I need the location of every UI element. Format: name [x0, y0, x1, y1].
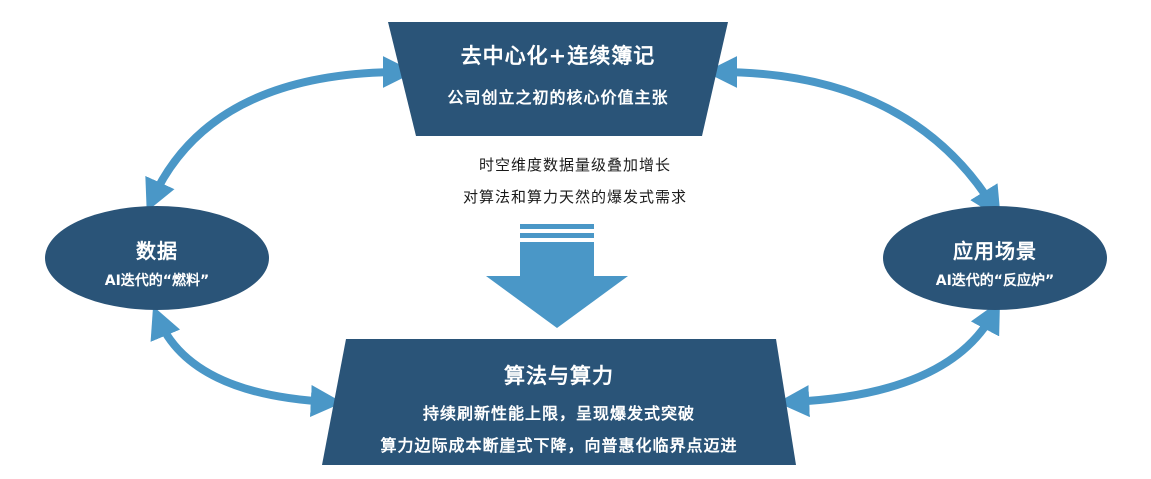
arrow-bottom-left: [150, 306, 343, 418]
right-ellipse: [883, 206, 1107, 310]
top-box: [388, 22, 728, 136]
bottom-box: [322, 339, 796, 465]
arrow-top-right: [705, 56, 1001, 219]
bottom-box-title: 算法与算力: [504, 363, 614, 388]
right-ellipse-title: 应用场景: [953, 239, 1037, 263]
bottom-box-line2: 算力边际成本断崖式下降，向普惠化临界点迈进: [380, 436, 738, 455]
top-box-title: 去中心化+连续簿记: [460, 43, 656, 68]
down-arrow: [486, 224, 628, 328]
middle-text-line2: 对算法和算力天然的爆发式需求: [462, 188, 687, 206]
right-ellipse-subtitle: AI迭代的“反应炉”: [935, 273, 1055, 289]
bottom-box-line1: 持续刷新性能上限，呈现爆发式突破: [422, 404, 695, 423]
left-ellipse-title: 数据: [136, 239, 178, 263]
middle-text-line1: 时空维度数据量级叠加增长: [478, 156, 671, 174]
left-ellipse-subtitle: AI迭代的“燃料”: [104, 273, 210, 289]
left-ellipse: [45, 206, 269, 310]
arrow-bottom-right: [777, 300, 1001, 418]
top-box-subtitle: 公司创立之初的核心价值主张: [447, 88, 669, 107]
arrow-top-left: [145, 56, 415, 212]
